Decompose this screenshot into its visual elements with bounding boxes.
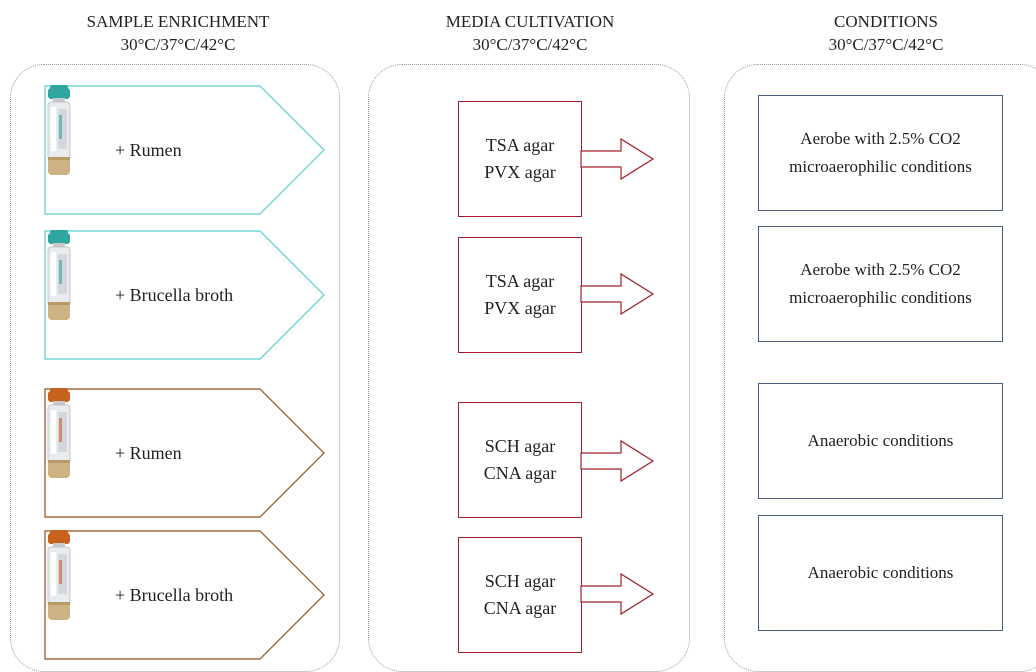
condition-line-2: microaerophilic conditions — [789, 157, 972, 176]
arrow-right-icon — [580, 572, 655, 616]
cultivation-title: MEDIA CULTIVATION — [445, 12, 615, 31]
pentagon-shape — [44, 85, 325, 215]
enrichment-header: SAMPLE ENRICHMENT 30°C/37°C/42°C — [28, 10, 328, 56]
arrow-right-icon — [580, 272, 655, 316]
enrichment-item-4: + Brucella broth — [44, 530, 326, 660]
conditions-title: CONDITIONS — [834, 12, 938, 31]
condition-box-1: Aerobe with 2.5% CO2 microaerophilic con… — [758, 95, 1003, 211]
vial-icon — [47, 388, 71, 478]
media-box-2: TSA agar PVX agar — [458, 237, 582, 353]
media-line-2: CNA agar — [483, 598, 557, 618]
media-line-1: SCH agar — [484, 436, 556, 456]
cultivation-temps: 30°C/37°C/42°C — [472, 35, 588, 54]
enrichment-title: SAMPLE ENRICHMENT — [86, 12, 270, 31]
media-box-1: TSA agar PVX agar — [458, 101, 582, 217]
condition-line-1: Anaerobic conditions — [807, 431, 954, 450]
arrow-right-icon — [580, 137, 655, 181]
conditions-header: CONDITIONS 30°C/37°C/42°C — [736, 10, 1036, 56]
condition-box-2: Aerobe with 2.5% CO2 microaerophilic con… — [758, 226, 1003, 342]
media-box-3: SCH agar CNA agar — [458, 402, 582, 518]
cultivation-header: MEDIA CULTIVATION 30°C/37°C/42°C — [380, 10, 680, 56]
pentagon-shape — [44, 388, 325, 518]
vial-icon — [47, 530, 71, 620]
enrichment-item-3: + Rumen — [44, 388, 326, 518]
conditions-temps: 30°C/37°C/42°C — [828, 35, 944, 54]
media-box-4: SCH agar CNA agar — [458, 537, 582, 653]
condition-box-4: Anaerobic conditions — [758, 515, 1003, 631]
enrichment-label: + Brucella broth — [115, 585, 234, 605]
media-line-1: SCH agar — [484, 571, 556, 591]
media-line-2: PVX agar — [484, 298, 556, 318]
condition-line-1: Aerobe with 2.5% CO2 — [800, 260, 961, 279]
pentagon-shape — [44, 530, 325, 660]
condition-line-1: Aerobe with 2.5% CO2 — [800, 129, 961, 148]
pentagon-shape — [44, 230, 325, 360]
enrichment-label: + Brucella broth — [115, 285, 234, 305]
vial-icon — [47, 230, 71, 320]
media-line-1: TSA agar — [485, 135, 555, 155]
enrichment-temps: 30°C/37°C/42°C — [120, 35, 236, 54]
vial-icon — [47, 85, 71, 175]
enrichment-item-1: + Rumen — [44, 85, 326, 215]
media-line-1: TSA agar — [485, 271, 555, 291]
enrichment-label: + Rumen — [115, 443, 182, 463]
enrichment-label: + Rumen — [115, 140, 182, 160]
media-line-2: PVX agar — [484, 162, 556, 182]
condition-line-2: microaerophilic conditions — [789, 288, 972, 307]
condition-box-3: Anaerobic conditions — [758, 383, 1003, 499]
enrichment-item-2: + Brucella broth — [44, 230, 326, 360]
condition-line-1: Anaerobic conditions — [807, 563, 954, 582]
media-line-2: CNA agar — [483, 463, 557, 483]
arrow-right-icon — [580, 439, 655, 483]
